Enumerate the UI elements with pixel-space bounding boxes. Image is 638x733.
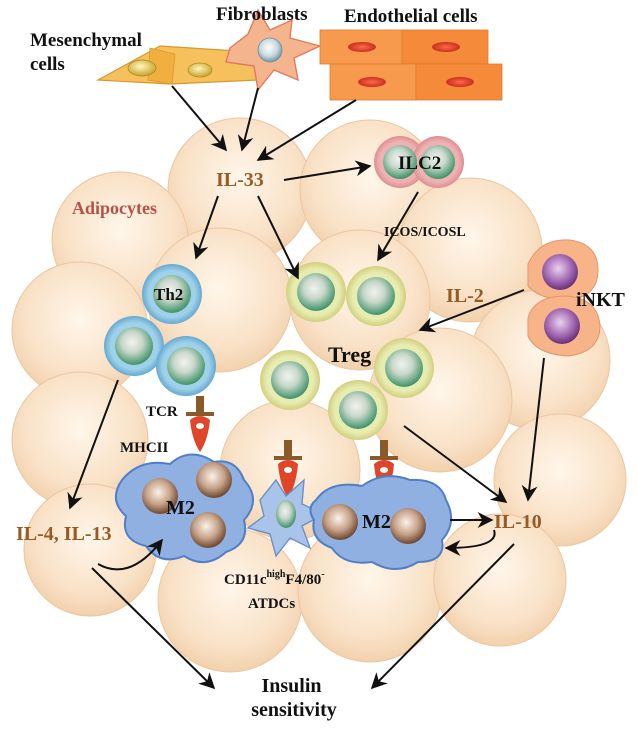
- label-m2-left: M2: [166, 497, 195, 519]
- label-mhcii: MHCII: [120, 440, 168, 456]
- arrow-il4-to-m2: [97, 538, 163, 571]
- ilc2-cells: [374, 136, 464, 188]
- arrows: [67, 85, 545, 690]
- arrow-inkt-to-il10: [521, 357, 545, 502]
- arrow-inkt-to-treg: [418, 289, 525, 333]
- arrow-il10-to-m2: [444, 529, 496, 556]
- atdc-cell: [246, 478, 326, 558]
- label-icos: ICOS/ICOSL: [384, 225, 466, 240]
- adipocyte: [493, 413, 627, 547]
- label-il33: IL-33: [216, 169, 264, 191]
- receptor-pair-th2: [186, 396, 214, 452]
- arrow-il10-to-insulin: [370, 543, 515, 690]
- label-cd11c: CD11chighF4/80-: [224, 569, 325, 588]
- label-atdcs: ATDCs: [248, 596, 295, 612]
- arrow-il4-to-insulin: [91, 567, 216, 690]
- arrow-ilc2-to-treg: [377, 191, 419, 262]
- label-fibroblasts: Fibroblasts: [216, 4, 308, 25]
- text-labels: Mesenchymal cells Fibroblasts Endothelia…: [16, 4, 626, 721]
- endothelial-cells: [319, 29, 503, 101]
- fibroblast: [225, 8, 323, 92]
- label-il10: IL-10: [494, 511, 542, 533]
- arrow-fibroblast-to-il33: [237, 87, 259, 152]
- arrow-il33-to-ilc2: [283, 160, 372, 181]
- label-insulin: Insulin sensitivity: [251, 675, 337, 721]
- receptor-pair-treg-left: [274, 440, 302, 498]
- label-mesenchymal: Mesenchymal cells: [30, 30, 147, 75]
- th2-cells: [104, 264, 216, 396]
- label-il4-il13: IL-4, IL-13: [16, 523, 112, 545]
- label-th2: Th2: [154, 285, 183, 304]
- label-treg: Treg: [328, 342, 371, 367]
- arrow-treg-to-il10: [403, 425, 508, 503]
- label-m2-right: M2: [362, 511, 391, 533]
- inkt-cells: [527, 239, 601, 357]
- arrow-endothelial-to-il33: [256, 99, 357, 161]
- treg-cells: [260, 262, 434, 440]
- arrow-il33-to-th2: [193, 195, 219, 260]
- m2-macrophage-left: [115, 453, 254, 563]
- arrow-th2-to-il4: [67, 379, 119, 510]
- arrow-mesenchymal-to-il33: [171, 85, 228, 152]
- label-endothelial: Endothelial cells: [344, 6, 478, 27]
- mesenchymal-cells: [95, 45, 259, 85]
- adipocyte: [433, 513, 567, 647]
- label-ilc2: ILC2: [398, 153, 441, 174]
- label-inkt: iNKT: [576, 289, 626, 311]
- m2-macrophage-right: [309, 475, 453, 570]
- arrow-il33-to-treg: [257, 195, 299, 280]
- label-adipocytes: Adipocytes: [72, 198, 157, 218]
- label-il2: IL-2: [446, 285, 484, 307]
- label-tcr: TCR: [146, 404, 178, 420]
